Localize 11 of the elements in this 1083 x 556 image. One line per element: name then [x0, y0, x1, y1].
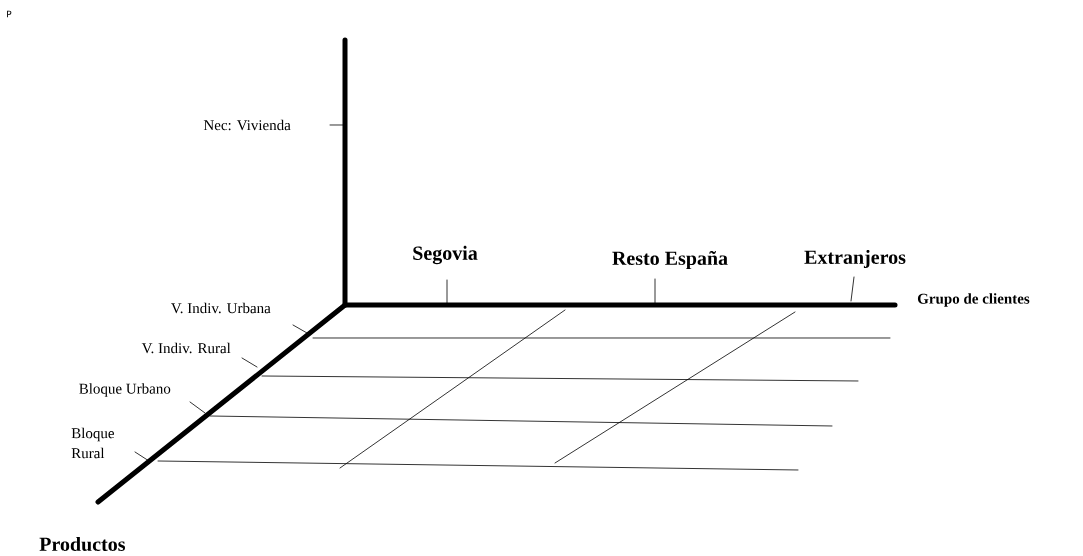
axis-tick-label: V. Indiv. Urbana: [171, 302, 271, 314]
axis-title: Grupo de clientes: [917, 293, 1030, 307]
axis-tick-label: V. Indiv. Rural: [141, 342, 231, 354]
axis-tick-label: Extranjeros: [804, 249, 906, 269]
axis-tick-label: Bloque Rural: [71, 427, 114, 459]
axis-tick-label: Bloque Urbano: [79, 383, 171, 397]
axis-tick-label: Segovia: [413, 245, 478, 265]
axis-title: Productos: [39, 536, 125, 552]
axis-tick-label: Nec: Vivienda: [203, 119, 291, 131]
corner-label: P: [7, 10, 12, 18]
axis-tick-label: Resto España: [612, 250, 728, 270]
